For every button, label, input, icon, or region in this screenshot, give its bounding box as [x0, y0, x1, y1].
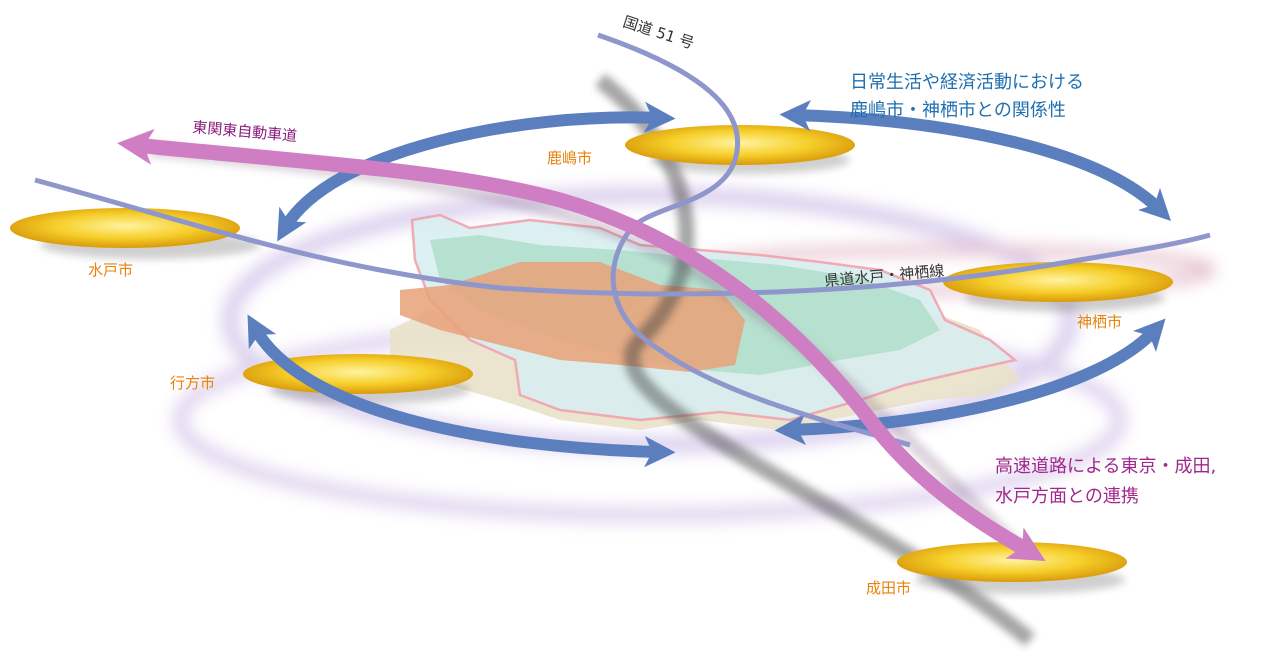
label-narita: 成田市	[866, 579, 911, 597]
label-mito: 水戸市	[88, 261, 133, 279]
note-relation-line2: 鹿嶋市・神栖市との関係性	[850, 100, 1066, 121]
label-namegata: 行方市	[170, 374, 215, 392]
label-kashima: 鹿嶋市	[547, 149, 592, 167]
note-expressway-line2: 水戸方面との連携	[995, 486, 1139, 507]
label-expressway: 東関東自動車道	[192, 118, 298, 145]
kamisu-disc	[943, 262, 1173, 302]
note-expressway-line1: 高速道路による東京・成田,	[995, 456, 1216, 477]
expressway-arrow	[117, 128, 1046, 562]
label-kamisu: 神栖市	[1077, 313, 1122, 331]
note-relation-line1: 日常生活や経済活動における	[850, 72, 1084, 93]
arrow-kashima-kamisu	[779, 99, 1172, 222]
